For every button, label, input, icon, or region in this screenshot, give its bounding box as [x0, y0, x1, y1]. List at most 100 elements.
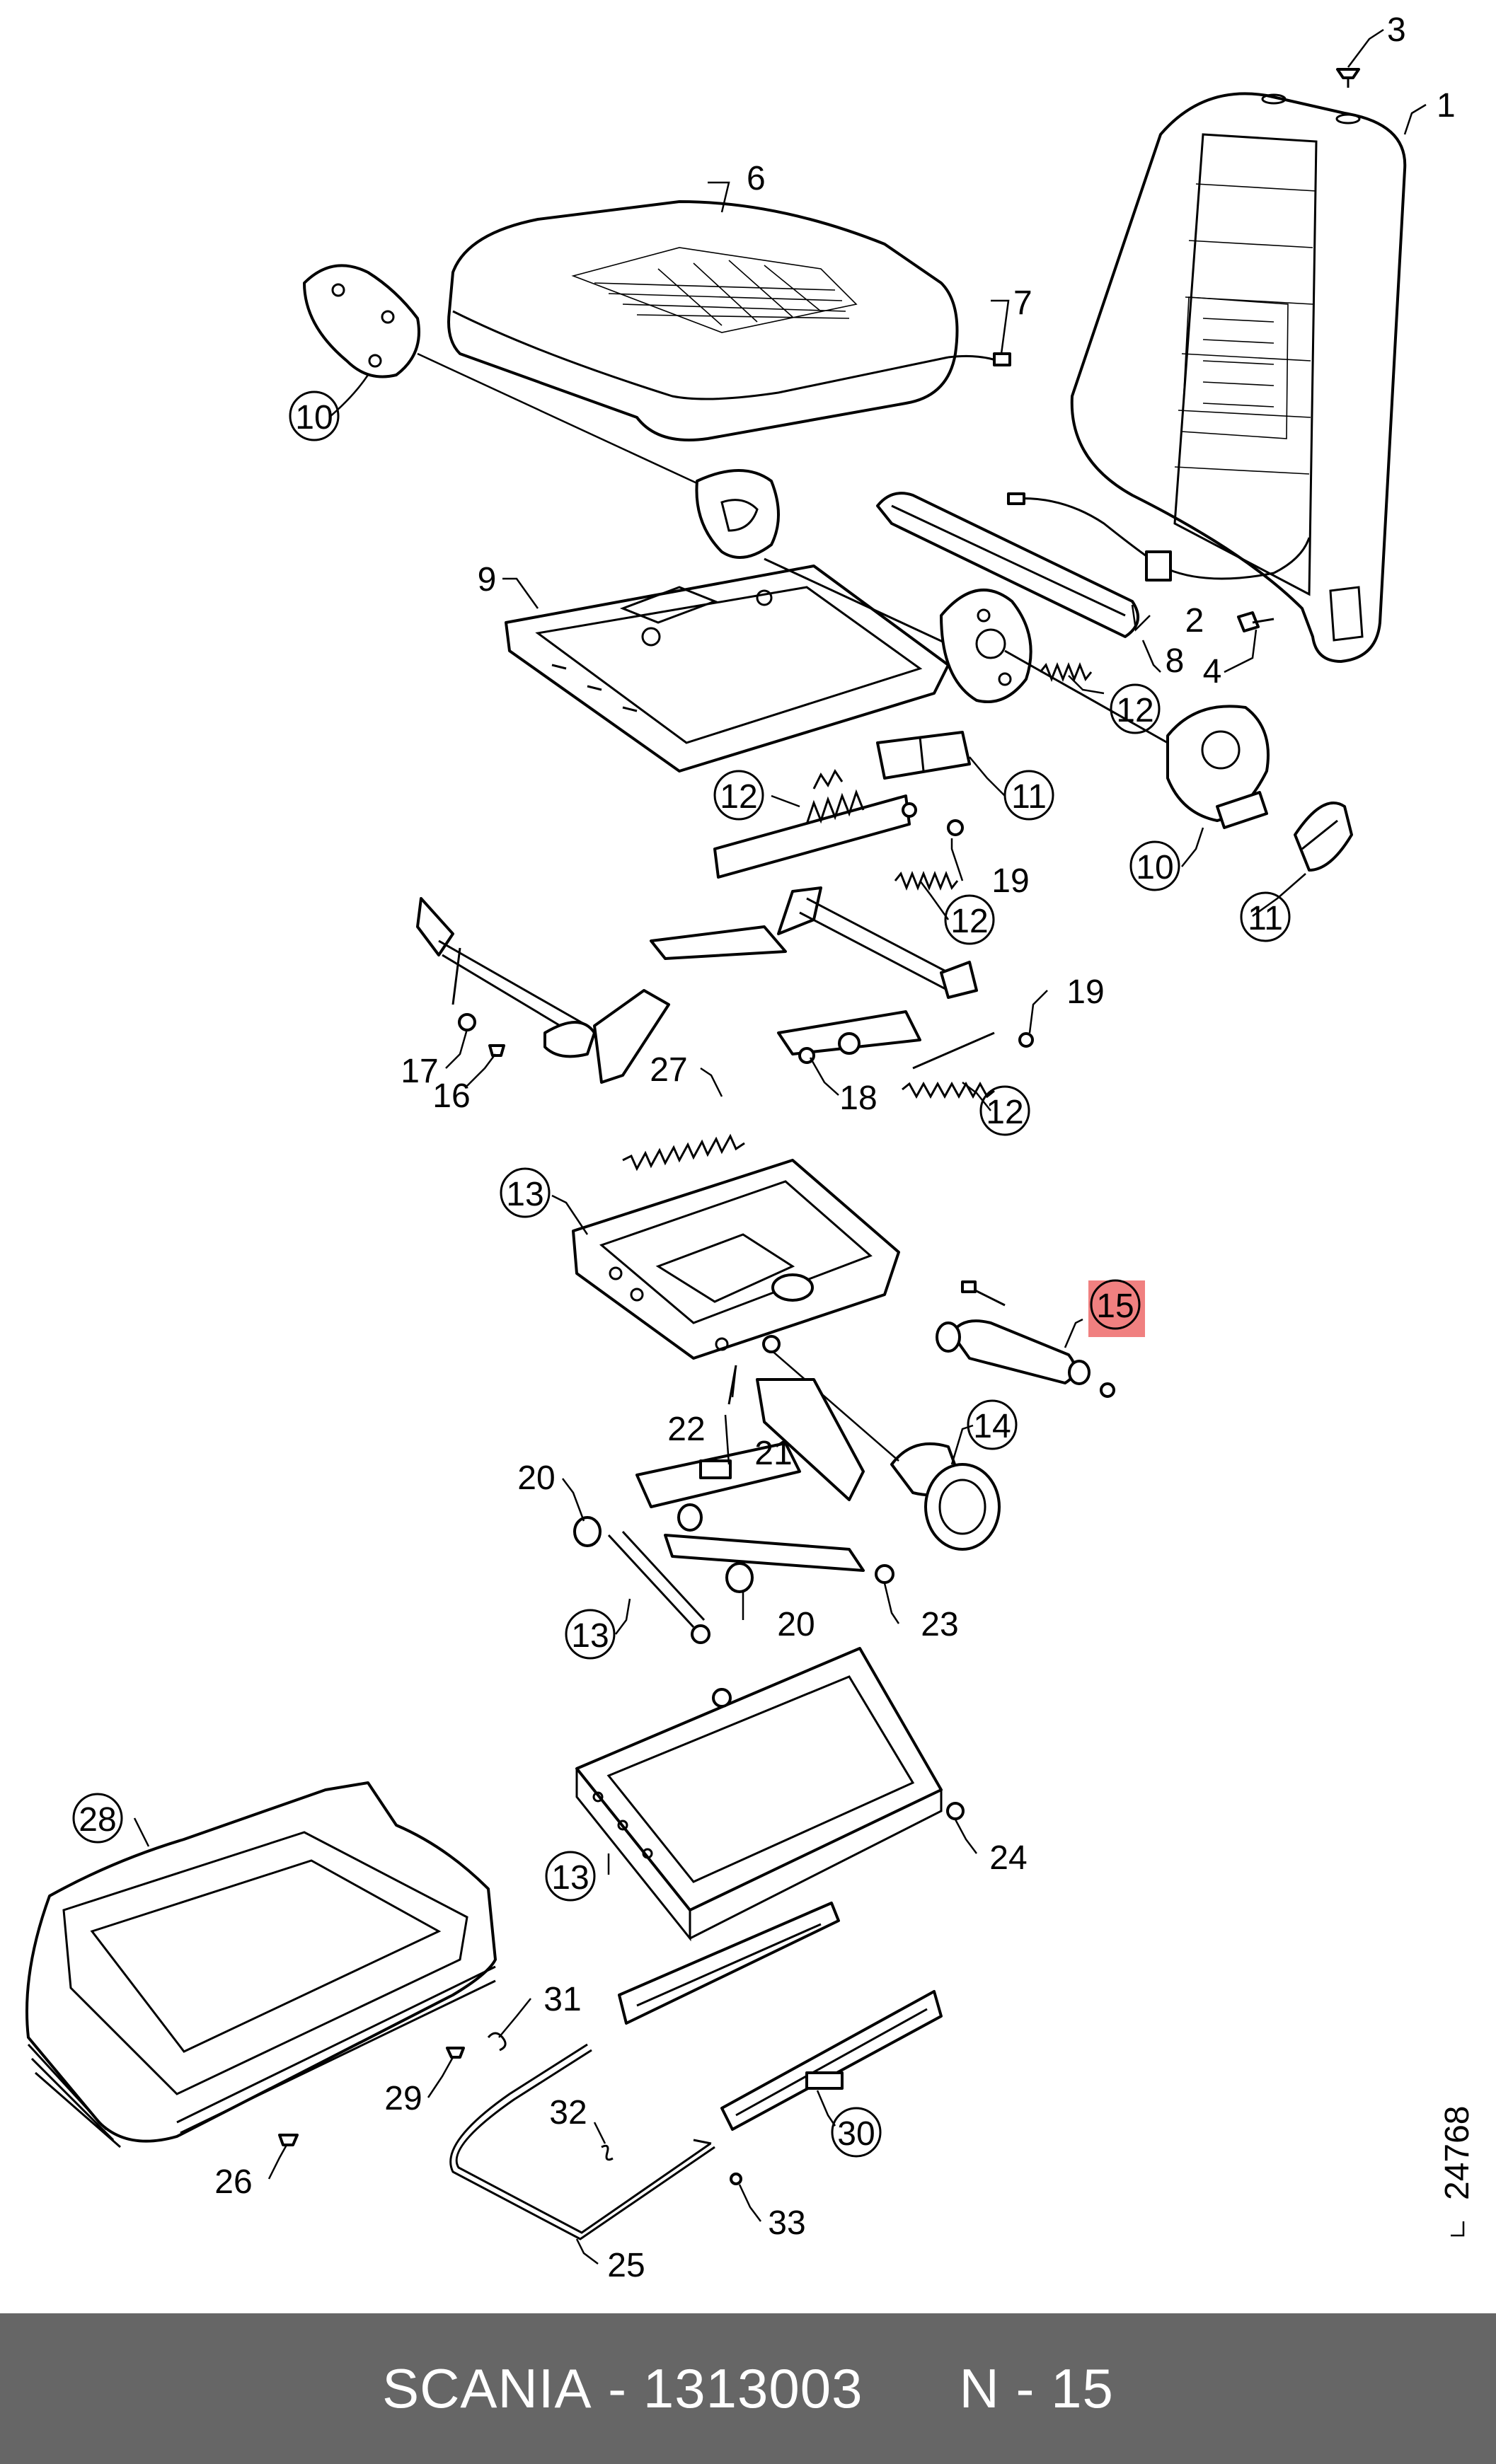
- part-clip-32: [601, 2144, 614, 2161]
- callout-19-a: 19: [991, 862, 1029, 900]
- callout-12-c: 12: [950, 903, 988, 940]
- callout-12-b-circle: [713, 770, 764, 821]
- callout-11-top: 11: [1011, 778, 1047, 816]
- part-recliner: [940, 589, 1168, 744]
- callout-10-right: 10: [1136, 849, 1173, 886]
- footer-separator: -: [592, 2357, 643, 2419]
- part-screw-4: [1237, 611, 1275, 632]
- callout-20-b: 20: [777, 1606, 815, 1643]
- part-scissor: [573, 1335, 894, 1644]
- callout-1: 1: [1437, 87, 1456, 125]
- part-cover-10-right: [1166, 705, 1270, 829]
- leader-lines: [133, 28, 1427, 2265]
- part-spring-25: [622, 1133, 745, 1172]
- part-bellows: [25, 1781, 497, 2148]
- part-cable: [1007, 492, 1311, 582]
- callout-21: 21: [754, 1435, 792, 1472]
- part-slide-rail-upper: [618, 1902, 840, 2025]
- callout-8: 9: [478, 561, 497, 598]
- callout-7: 7: [1013, 284, 1032, 322]
- callout-2: 2: [1185, 602, 1204, 640]
- part-handle-11-top: [876, 731, 971, 780]
- callout-20-a: 20: [517, 1459, 555, 1497]
- footer-part-number: 1313003: [643, 2357, 863, 2419]
- callout-33: 33: [768, 2204, 805, 2242]
- part-suspension-frame: [572, 1159, 900, 1360]
- footer-bar: SCANIA - 1313003 N - 15: [0, 2313, 1496, 2464]
- callout-16: 16: [432, 1077, 470, 1115]
- callout-29-circle: [831, 2107, 882, 2158]
- callout-30: 25: [607, 2247, 645, 2284]
- part-tube: [876, 492, 1139, 638]
- callout-13-b-circle: [565, 1609, 616, 1660]
- callout-15: 15: [1096, 1288, 1134, 1325]
- part-base-frame: [575, 1647, 965, 1942]
- part-screw-3: [1336, 68, 1360, 88]
- callout-17: 17: [401, 1053, 438, 1090]
- callout-31: 31: [543, 1981, 581, 2018]
- callout-12-a-circle: [1110, 683, 1161, 734]
- part-linkage-upper: [650, 886, 1034, 1064]
- part-seat-cushion: [447, 200, 959, 441]
- callout-12-a: 12: [1116, 692, 1153, 729]
- callout-11-right-circle: [1240, 891, 1291, 942]
- callout-12-b: 12: [720, 778, 757, 816]
- part-clip-31: [487, 2032, 507, 2052]
- part-handle-11-right: [1294, 802, 1353, 872]
- part-cover-10-left: [303, 264, 420, 378]
- callout-12-c-circle: [944, 894, 995, 945]
- callout-28: 26: [214, 2163, 252, 2201]
- part-ratchet: [713, 769, 964, 879]
- callout-9: 8: [1166, 642, 1185, 680]
- callout-23: 23: [921, 1606, 958, 1643]
- part-release-rod: [449, 2043, 715, 2240]
- corner-mark: [1451, 2221, 1465, 2237]
- part-pin-33: [730, 2173, 742, 2185]
- part-spring-12-d: [902, 1031, 995, 1099]
- part-spring-12-c: [894, 870, 959, 891]
- callout-13-a: 13: [506, 1176, 543, 1213]
- part-linkage-left: [416, 897, 670, 1084]
- callout-19-b: 19: [1066, 973, 1104, 1011]
- footer-gap: [863, 2356, 959, 2421]
- drawing-number: 24768: [1439, 2106, 1476, 2200]
- callout-29: 30: [837, 2115, 875, 2153]
- callout-11-right: 11: [1248, 900, 1283, 937]
- callout-13-c: 13: [551, 1859, 589, 1897]
- footer-brand: SCANIA: [382, 2357, 592, 2419]
- callout-14-circle: [967, 1399, 1018, 1450]
- callout-labels: 3 1 6 7 10 9 2 4 8 12 12 11 10 19 11 12 …: [72, 11, 1456, 2284]
- callout-10-left-circle: [289, 391, 340, 441]
- callout-26: 28: [79, 1801, 116, 1839]
- part-seat-frame: [505, 469, 963, 773]
- callout-25: 27: [650, 1051, 687, 1089]
- part-backrest: [1070, 92, 1407, 663]
- part-valve-knob: [764, 1343, 1001, 1551]
- part-slide-rail-lower: [720, 1990, 943, 2131]
- part-screw-28: [278, 2134, 299, 2146]
- callout-22: 22: [667, 1411, 705, 1448]
- part-screw-27: [446, 2047, 465, 2059]
- part-connector: [948, 352, 1011, 366]
- callout-10-left: 10: [295, 399, 333, 436]
- exploded-seat-diagram: 3 1 6 7 10 9 2 4 8 12 12 11 10 19 11 12 …: [25, 11, 1476, 2284]
- footer-position-label: N - 15: [959, 2357, 1114, 2419]
- callout-13-b: 13: [571, 1617, 609, 1655]
- callout-12-d: 12: [986, 1094, 1023, 1131]
- callout-10-right-circle: [1129, 840, 1180, 891]
- callout-13-a-circle: [500, 1167, 551, 1218]
- callout-32: 32: [549, 2094, 587, 2132]
- callout-26-circle: [72, 1793, 123, 1844]
- callout-27: 29: [384, 2080, 422, 2117]
- callout-24: 24: [989, 1839, 1027, 1877]
- part-spring-12-a: [1039, 661, 1093, 683]
- callout-6: 6: [747, 160, 766, 197]
- callout-15-circle: [1090, 1279, 1141, 1330]
- callout-4: 4: [1203, 653, 1222, 690]
- callout-14: 14: [973, 1408, 1011, 1445]
- callout-3: 3: [1387, 11, 1406, 49]
- callout-18: 18: [839, 1080, 877, 1117]
- callout-11-top-circle: [1003, 770, 1054, 821]
- callout-12-d-circle: [979, 1085, 1030, 1136]
- part-shock-absorber: [936, 1280, 1115, 1398]
